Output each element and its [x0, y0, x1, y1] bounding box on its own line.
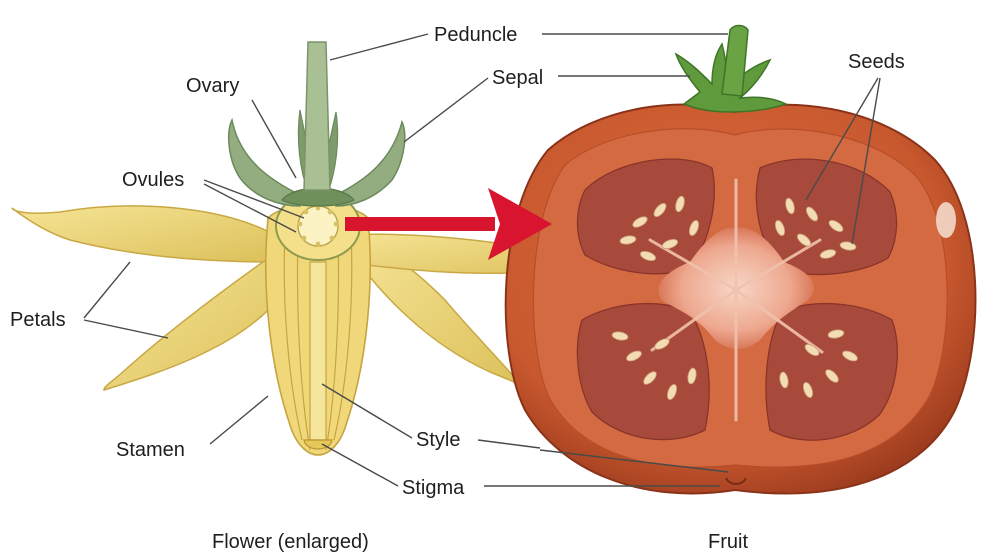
label-peduncle: Peduncle: [434, 24, 517, 46]
caption-fruit: Fruit: [708, 531, 748, 553]
leader-ovary: [251, 99, 297, 179]
sepal-left: [227, 117, 301, 207]
petal-left-upper: [11, 205, 276, 263]
leader-ovules-2: [203, 183, 297, 233]
label-ovary: Ovary: [186, 75, 239, 97]
leader-ovules: [203, 179, 305, 219]
blossom-end: [725, 477, 747, 485]
leader-peduncle-flower: [329, 33, 429, 61]
tomato-illustration: [504, 24, 977, 495]
labels: Peduncle Ovary Sepal Seeds Ovules Petals…: [10, 24, 905, 553]
tomato-calyx: [674, 42, 788, 113]
leader-style-fruit: [477, 439, 541, 449]
label-style: Style: [416, 429, 460, 451]
stigma-base: [303, 439, 333, 450]
label-stigma: Stigma: [402, 477, 465, 499]
leader-sepal-flower: [403, 77, 489, 143]
caption-flower: Flower (enlarged): [212, 531, 369, 553]
label-ovules: Ovules: [122, 169, 184, 191]
leader-seeds-2: [851, 77, 881, 245]
peduncle-stem: [303, 41, 331, 191]
development-arrow: [345, 188, 552, 260]
label-petals: Petals: [10, 309, 66, 331]
label-stamen: Stamen: [116, 439, 185, 461]
ovule-dots: [297, 205, 339, 247]
seeds-group: [611, 195, 858, 401]
label-seeds: Seeds: [848, 51, 905, 73]
leader-stamen: [209, 395, 269, 445]
leader-petals-1: [83, 261, 131, 319]
leader-seeds-1: [805, 77, 879, 201]
leader-petals-2: [83, 319, 169, 339]
petal-left-lower: [103, 248, 293, 392]
tomato-stem: [721, 24, 749, 97]
receptacle: [281, 187, 355, 207]
flower-body-lines: [283, 231, 353, 451]
style-column: [309, 261, 327, 441]
tomato-highlight: [936, 202, 956, 238]
locule-bottom-left: [576, 303, 710, 441]
label-sepal: Sepal: [492, 67, 543, 89]
leader-stigma-flower: [321, 443, 399, 487]
leader-style-flower: [321, 383, 413, 439]
leader-lines: [83, 33, 881, 487]
leader-stigma-fruit-2: [539, 449, 729, 473]
